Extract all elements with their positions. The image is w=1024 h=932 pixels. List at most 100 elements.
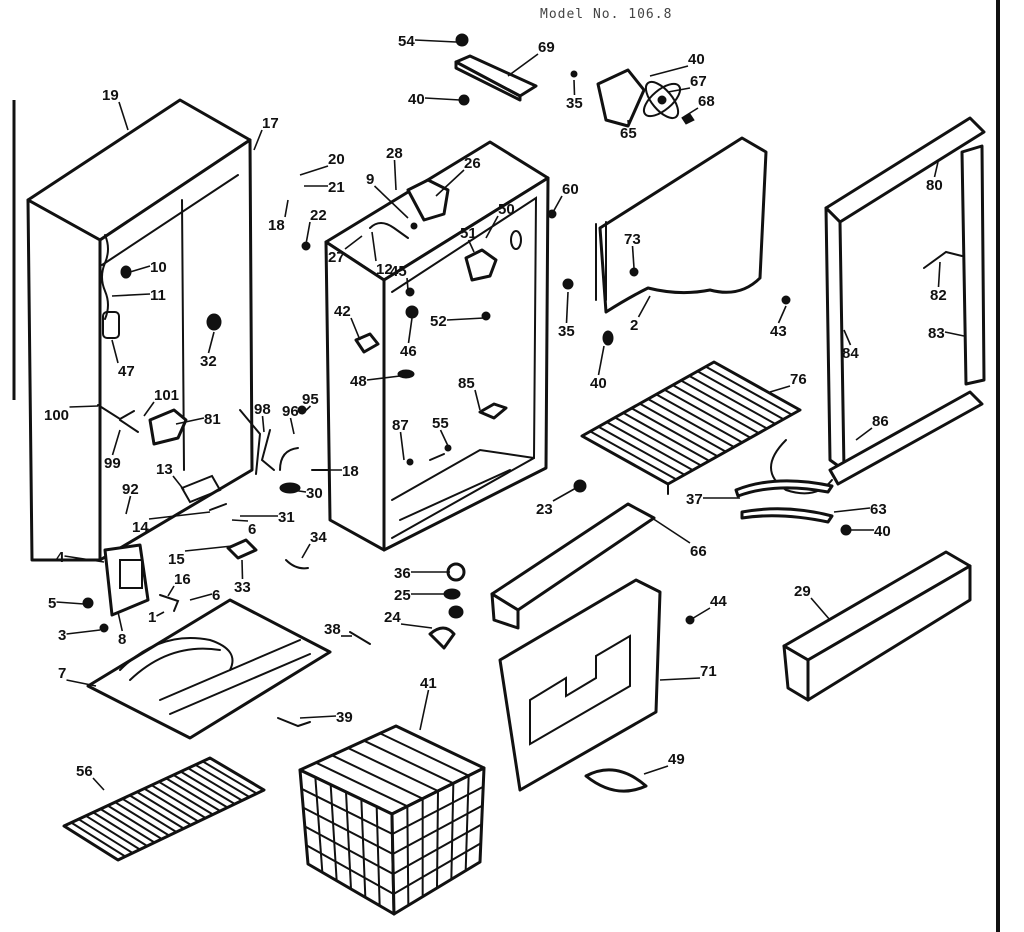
leader-line-p17 [253, 129, 263, 151]
leader-line-p29 [810, 597, 831, 621]
part-label-p1: 1 [148, 609, 156, 626]
part-label-p50: 50 [498, 201, 515, 218]
shelf-wire [680, 379, 768, 430]
grille-slat [165, 777, 222, 812]
part-label-p16: 16 [174, 571, 191, 588]
shelf-wire [614, 416, 702, 467]
leader-line-p49 [643, 765, 669, 775]
basket-wire [314, 776, 324, 874]
leader-line-p4 [64, 555, 105, 563]
leader-line-p3 [66, 629, 101, 635]
basket-wire [303, 825, 395, 875]
freezer-basket [298, 724, 486, 916]
leader-line-p44 [689, 607, 711, 621]
part-label-p9: 9 [366, 171, 374, 188]
part-label-p63: 63 [870, 501, 887, 518]
leader-line-p68 [681, 107, 699, 119]
part-label-p101: 101 [154, 387, 179, 404]
part-label-p67: 67 [690, 73, 707, 90]
part-label-p39: 39 [336, 709, 353, 726]
leader-line-p55 [439, 429, 449, 447]
grille-slat [70, 821, 127, 858]
basket-wire [450, 782, 455, 881]
liner-panel [562, 136, 791, 346]
leader-line-p51 [467, 239, 475, 253]
part-label-p45: 45 [390, 263, 407, 280]
part-label-p82: 82 [930, 287, 947, 304]
part-label-p95: 95 [302, 391, 319, 408]
leader-line-p101 [143, 401, 155, 417]
part-label-p98: 98 [254, 401, 271, 418]
part-label-p99: 99 [104, 455, 121, 472]
part-label-p96: 96 [282, 403, 299, 420]
part-label-p52: 52 [430, 313, 447, 330]
part-label-p40a: 40 [408, 91, 425, 108]
leader-line-p15 [184, 545, 233, 552]
part-label-p49: 49 [668, 751, 685, 768]
part-label-p44: 44 [710, 593, 727, 610]
basket-wire [305, 844, 395, 895]
leader-line-p23 [552, 487, 577, 502]
shelf-wire [647, 398, 735, 448]
leader-line-p84 [843, 329, 852, 346]
part-label-p51: 51 [460, 225, 477, 242]
part-label-p65: 65 [620, 125, 637, 142]
leader-line-p67 [667, 87, 691, 93]
leader-line-p98 [261, 415, 265, 433]
leader-line-p43 [777, 305, 787, 324]
leader-line-p7 [66, 679, 97, 687]
part-label-p80: 80 [926, 177, 943, 194]
part-label-p21: 21 [328, 179, 345, 196]
leader-line-p22 [305, 221, 311, 245]
leader-line-p86 [855, 427, 873, 441]
leader-line-p46 [407, 317, 413, 344]
leader-line-p13 [172, 475, 185, 491]
part-label-p38: 38 [324, 621, 341, 638]
shelf-wire [663, 388, 752, 439]
shelf-wire [638, 402, 727, 453]
basket-wire [406, 805, 410, 907]
leader-line-p19 [118, 101, 129, 131]
leader-line-p41 [419, 689, 430, 731]
part-label-p14: 14 [132, 519, 149, 536]
leader-line-p71 [659, 677, 701, 681]
grille-slat [136, 791, 192, 826]
shelf-wire [704, 365, 793, 416]
leader-line-p35b [565, 291, 569, 324]
evaporator-fan [570, 68, 695, 128]
grille-slat [143, 787, 200, 823]
part-label-p6b: 6 [212, 587, 220, 604]
part-label-p43: 43 [770, 323, 787, 340]
drain-pan [86, 598, 371, 740]
leader-line-p6b [189, 593, 213, 601]
outer-cabinet [26, 98, 275, 562]
part-label-p25: 25 [394, 587, 411, 604]
part-label-p31: 31 [278, 509, 295, 526]
leader-line-p83 [944, 331, 965, 337]
grille-slat [106, 804, 163, 840]
grille-slat [114, 801, 171, 837]
shelf-wire [630, 407, 719, 458]
part-label-p7: 7 [58, 665, 66, 682]
part-label-p71: 71 [700, 663, 717, 680]
part-label-p73: 73 [624, 231, 641, 248]
part-label-p27: 27 [328, 249, 345, 266]
part-label-p30: 30 [306, 485, 323, 502]
leader-line-p14 [148, 511, 211, 520]
leader-line-p56 [92, 777, 105, 791]
basket-wire [360, 798, 367, 899]
part-label-p22: 22 [310, 207, 327, 224]
part-label-p23: 23 [536, 501, 553, 518]
part-label-p8: 8 [118, 631, 126, 648]
part-label-p5: 5 [48, 595, 56, 612]
part-label-p81: 81 [204, 411, 221, 428]
leader-line-p9 [373, 185, 409, 219]
leader-line-p48 [366, 375, 401, 381]
leader-line-p40c [597, 345, 605, 376]
grille-slat [150, 784, 207, 819]
leader-line-p12 [371, 231, 377, 262]
grille-slat [121, 797, 178, 833]
leader-line-p33 [241, 559, 244, 580]
basket-wire [392, 842, 482, 895]
part-label-p68: 68 [698, 93, 715, 110]
